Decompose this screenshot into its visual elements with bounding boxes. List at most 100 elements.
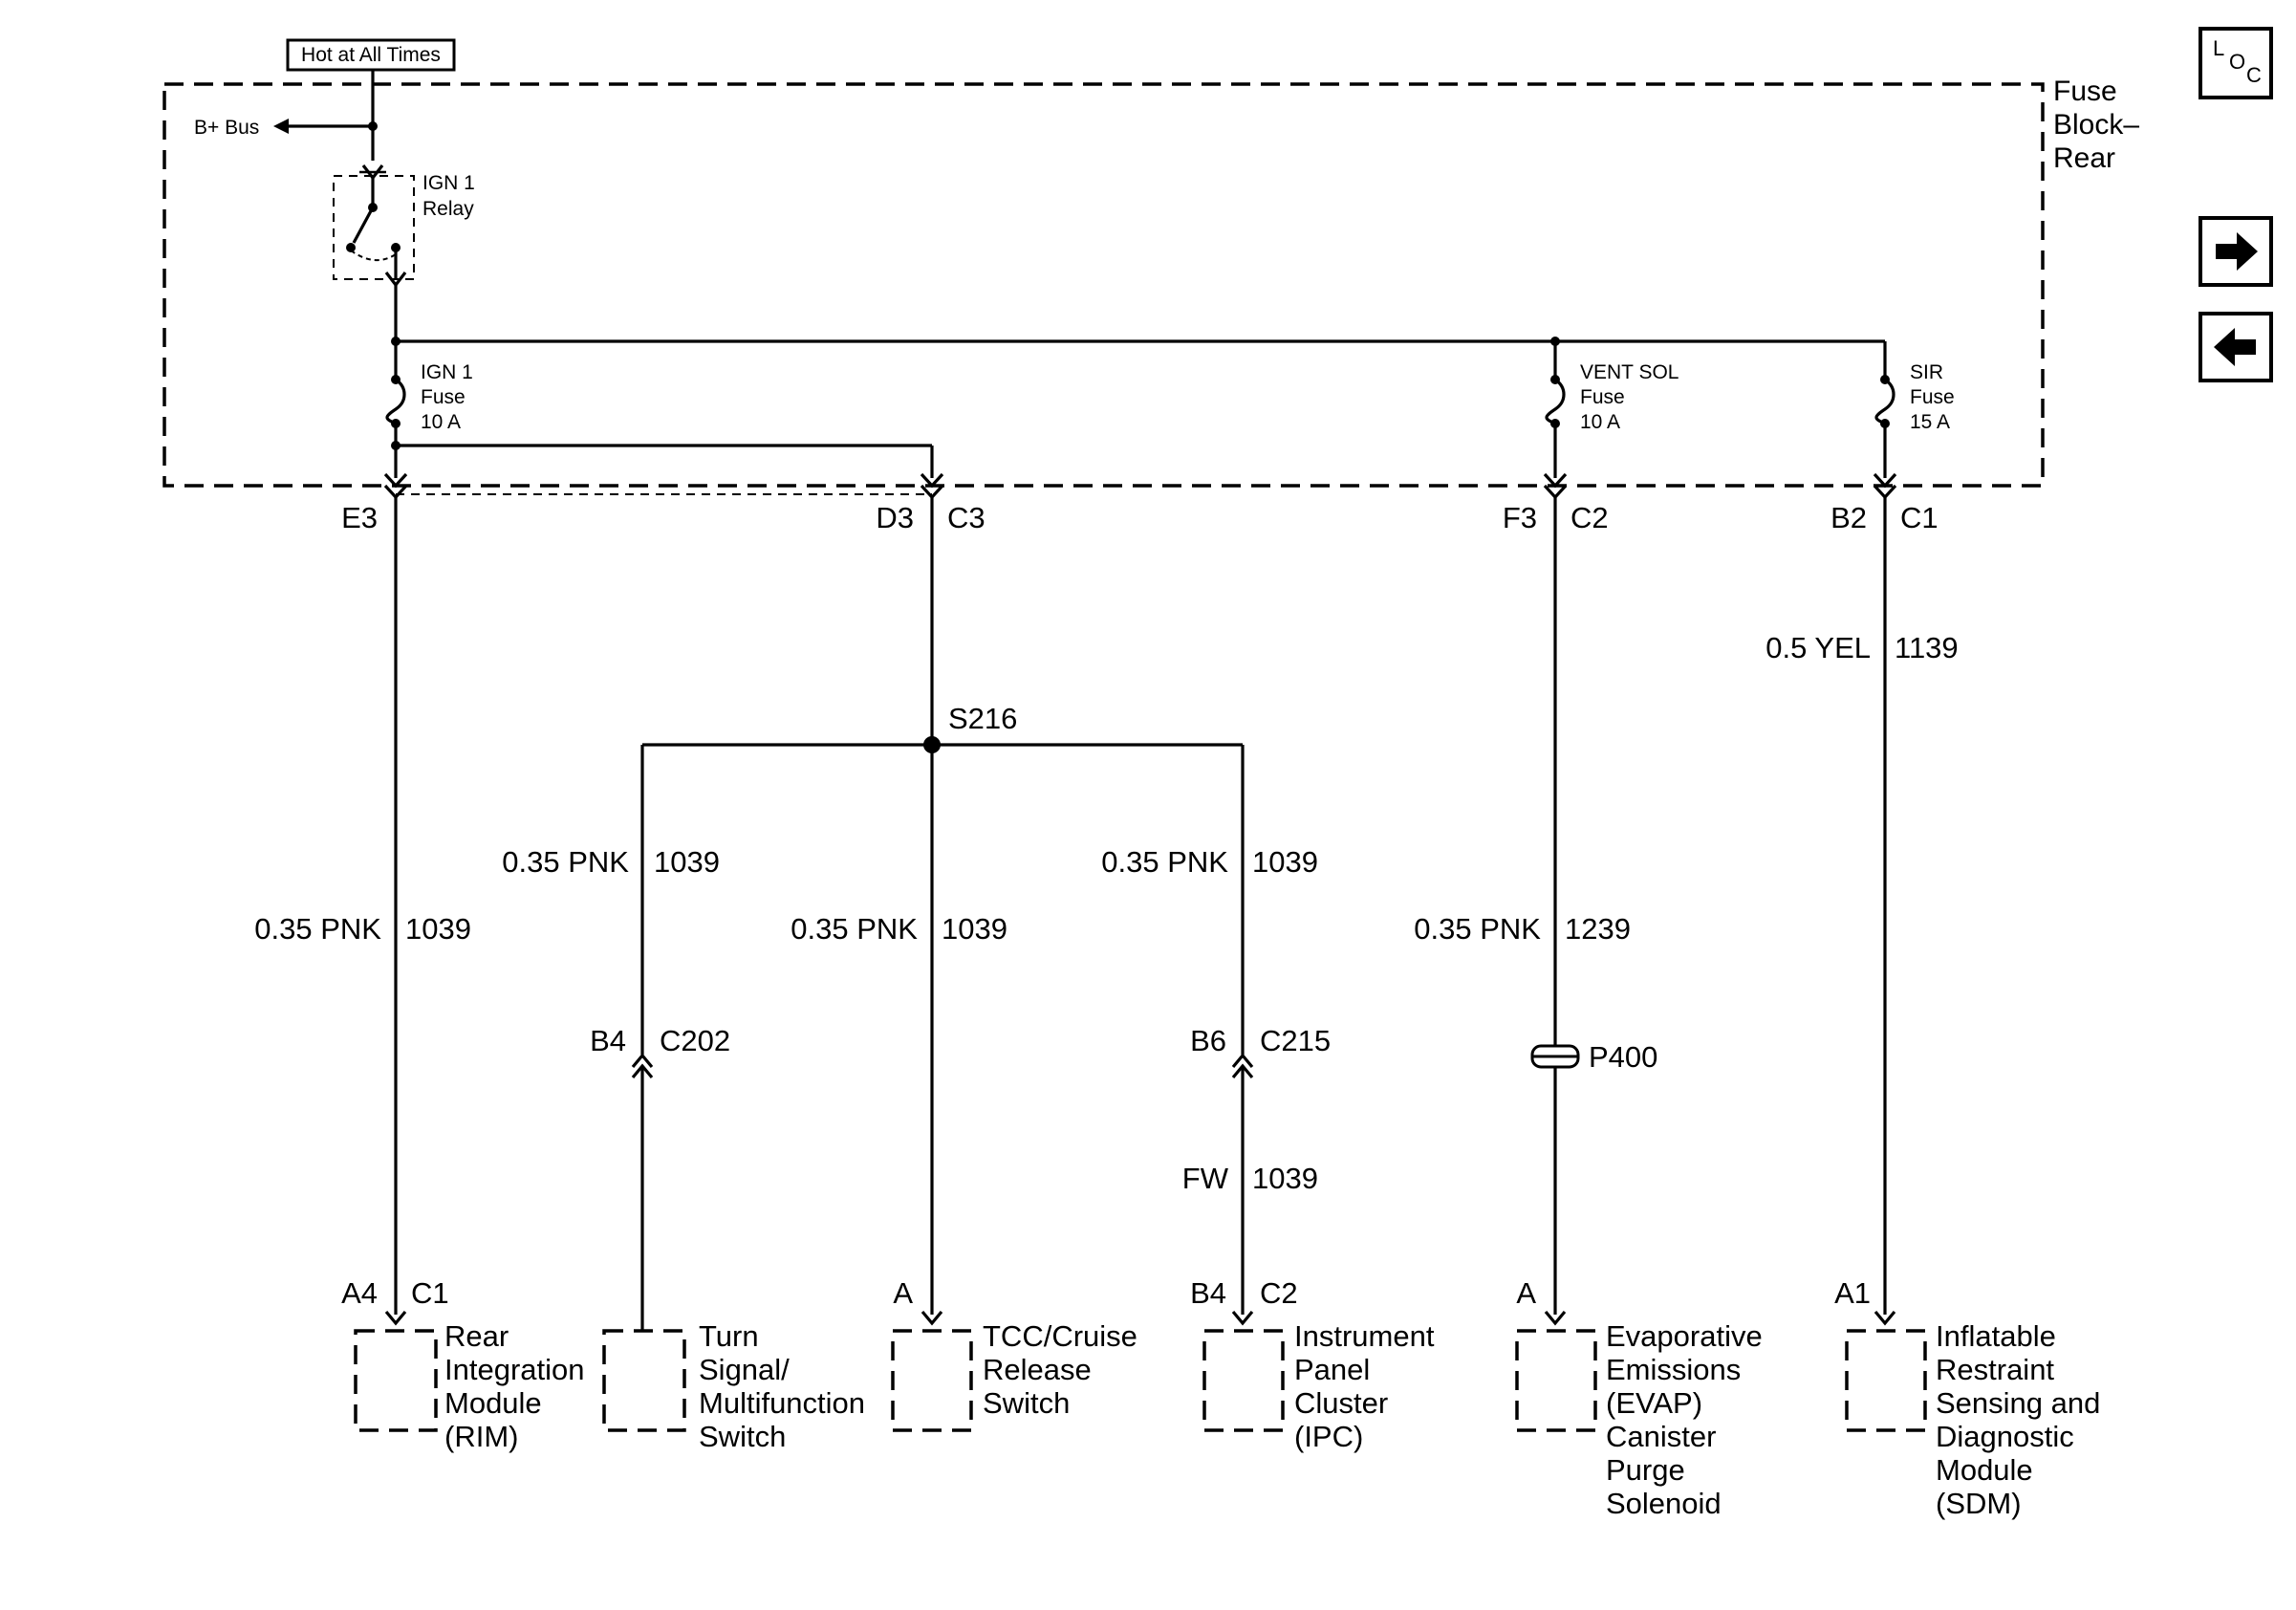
ign1-fuse-label-2: Fuse <box>421 386 466 408</box>
fuse-block-label-3: Rear <box>2053 142 2115 174</box>
rim-label-2: Integration <box>444 1353 585 1386</box>
hot-at-all-times-label: Hot at All Times <box>301 44 441 66</box>
fuse-block-boundary <box>162 82 2045 488</box>
rim-connector <box>384 1310 407 1326</box>
sdm-label-5: Module <box>1936 1453 2033 1487</box>
hot-at-all-times-box <box>286 38 456 72</box>
f3-connector-label: C2 <box>1570 501 1609 534</box>
evap-label-6: Solenoid <box>1606 1487 1722 1520</box>
sir-fuse-symbol <box>1874 378 1895 425</box>
b-plus-bus-junction <box>368 121 378 131</box>
sdm-component-box <box>1845 1329 1927 1432</box>
arrow-left-icon <box>2214 328 2256 366</box>
tcc-cruise-connector <box>921 1310 943 1326</box>
turn-signal-label-1: Turn <box>699 1319 759 1353</box>
evap-connector <box>1544 1310 1567 1326</box>
c202-connector-label: C202 <box>660 1024 730 1057</box>
relay-switch-arm <box>352 207 375 244</box>
locator-letter-l: L <box>2213 36 2224 60</box>
ipc-component-box <box>1202 1329 1285 1432</box>
evap-wire-circuit: 1239 <box>1565 912 1631 946</box>
turn-signal-label-3: Multifunction <box>699 1386 865 1420</box>
previous-page-button[interactable] <box>2199 312 2273 382</box>
relay-label-1: IGN 1 <box>422 172 475 194</box>
sdm-label-6: (SDM) <box>1936 1487 2022 1520</box>
ipc-lower-wire-circuit: 1039 <box>1252 1162 1318 1195</box>
tcc-label-1: TCC/Cruise <box>983 1319 1137 1353</box>
b-plus-bus-arrow <box>273 119 289 134</box>
turn-signal-component-box <box>602 1329 686 1432</box>
turn-signal-wire-circuit: 1039 <box>654 845 720 879</box>
b2-pin-label: B2 <box>1830 501 1867 534</box>
tcc-label-3: Switch <box>983 1386 1070 1420</box>
ipc-label-3: Cluster <box>1294 1386 1388 1420</box>
rim-label-1: Rear <box>444 1319 509 1353</box>
c215-pin-label: B6 <box>1190 1024 1226 1057</box>
turn-signal-label-2: Signal/ <box>699 1353 790 1386</box>
rim-label-3: Module <box>444 1386 542 1420</box>
sdm-wire-gauge: 0.5 YEL <box>1765 631 1871 664</box>
evap-label-5: Purge <box>1606 1453 1685 1487</box>
turn-signal-wire-gauge: 0.35 PNK <box>502 845 629 879</box>
ign1-fuse-label-1: IGN 1 <box>421 361 473 383</box>
f3-pin-label: F3 <box>1503 501 1537 534</box>
ipc-lower-wire-gauge: FW <box>1182 1162 1229 1195</box>
ipc-connector-label: C2 <box>1260 1276 1298 1310</box>
sdm-pin-label: A1 <box>1834 1276 1871 1310</box>
relay-label-2: Relay <box>422 198 474 220</box>
evap-wire-gauge: 0.35 PNK <box>1414 912 1541 946</box>
vent-sol-fuse-label-1: VENT SOL <box>1580 361 1679 383</box>
c215-connector-label: C215 <box>1260 1024 1331 1057</box>
fuse-block-label-1: Fuse <box>2053 76 2117 107</box>
component-locator-button[interactable]: L O C <box>2199 27 2273 99</box>
arrow-right-icon <box>2216 232 2258 271</box>
sir-fuse-label-3: 15 A <box>1910 411 1950 433</box>
d3-pin-label: D3 <box>876 501 914 534</box>
sir-fuse-label-1: SIR <box>1910 361 1943 383</box>
ipc-wire-gauge: 0.35 PNK <box>1101 845 1228 879</box>
ipc-label-1: Instrument <box>1294 1319 1435 1353</box>
sdm-connector <box>1874 1310 1896 1326</box>
rim-wire-gauge: 0.35 PNK <box>254 912 381 946</box>
p400-label: P400 <box>1589 1040 1657 1074</box>
s216-splice <box>923 736 941 753</box>
ipc-connector <box>1231 1310 1254 1326</box>
tcc-label-2: Release <box>983 1353 1092 1386</box>
evap-label-2: Emissions <box>1606 1353 1741 1386</box>
ign1-fuse-label-3: 10 A <box>421 411 461 433</box>
locator-letter-c: C <box>2246 63 2262 87</box>
b2-connector-label: C1 <box>1900 501 1939 534</box>
rim-connector-label: C1 <box>411 1276 449 1310</box>
sdm-wire-circuit: 1139 <box>1895 631 1959 664</box>
tcc-wire-circuit: 1039 <box>942 912 1007 946</box>
ipc-label-4: (IPC) <box>1294 1420 1363 1453</box>
locator-letter-o: O <box>2229 50 2245 74</box>
sdm-label-3: Sensing and <box>1936 1386 2100 1420</box>
rim-component-box <box>354 1329 438 1432</box>
sir-fuse-label-2: Fuse <box>1910 386 1955 408</box>
rim-pin-label: A4 <box>341 1276 378 1310</box>
fuse-block-label-2: Block– <box>2053 109 2139 141</box>
c202-pin-label: B4 <box>590 1024 626 1057</box>
rim-label-4: (RIM) <box>444 1420 518 1453</box>
b-plus-bus-label: B+ Bus <box>194 117 259 139</box>
evap-label-1: Evaporative <box>1606 1319 1763 1353</box>
vent-sol-fuse-label-2: Fuse <box>1580 386 1625 408</box>
evap-pin-label: A <box>1516 1276 1536 1310</box>
turn-signal-label-4: Switch <box>699 1420 786 1453</box>
relay-switch-pivot <box>346 243 356 252</box>
relay-armature-link <box>350 250 397 261</box>
evap-component-box <box>1515 1329 1597 1432</box>
vent-sol-fuse-label-3: 10 A <box>1580 411 1620 433</box>
ign1-fuse-symbol <box>385 378 406 425</box>
tcc-cruise-component-box <box>891 1329 973 1432</box>
sdm-label-2: Restraint <box>1936 1353 2054 1386</box>
ipc-label-2: Panel <box>1294 1353 1370 1386</box>
tcc-wire-gauge: 0.35 PNK <box>791 912 918 946</box>
rim-wire-circuit: 1039 <box>405 912 471 946</box>
next-page-button[interactable] <box>2199 216 2273 287</box>
sdm-label-1: Inflatable <box>1936 1319 2056 1353</box>
vent-sol-fuse-symbol <box>1545 378 1566 425</box>
evap-label-4: Canister <box>1606 1420 1716 1453</box>
evap-label-3: (EVAP) <box>1606 1386 1702 1420</box>
